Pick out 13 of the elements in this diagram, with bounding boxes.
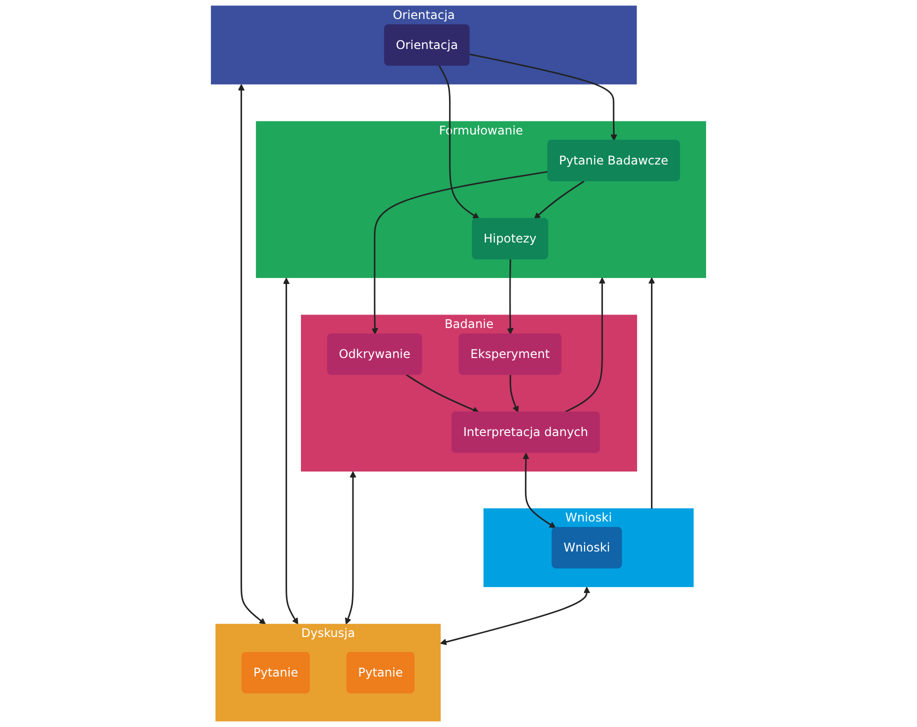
arrow <box>648 277 656 509</box>
arrow <box>406 374 480 413</box>
arrow <box>238 84 266 625</box>
arrow <box>534 180 585 219</box>
arrow <box>507 259 514 335</box>
arrow <box>469 54 618 141</box>
arrow <box>510 374 519 413</box>
arrow <box>565 277 606 413</box>
arrow <box>440 586 590 646</box>
arrow <box>522 452 556 528</box>
arrow <box>345 471 356 625</box>
arrow <box>438 65 480 219</box>
arrow <box>283 278 298 625</box>
